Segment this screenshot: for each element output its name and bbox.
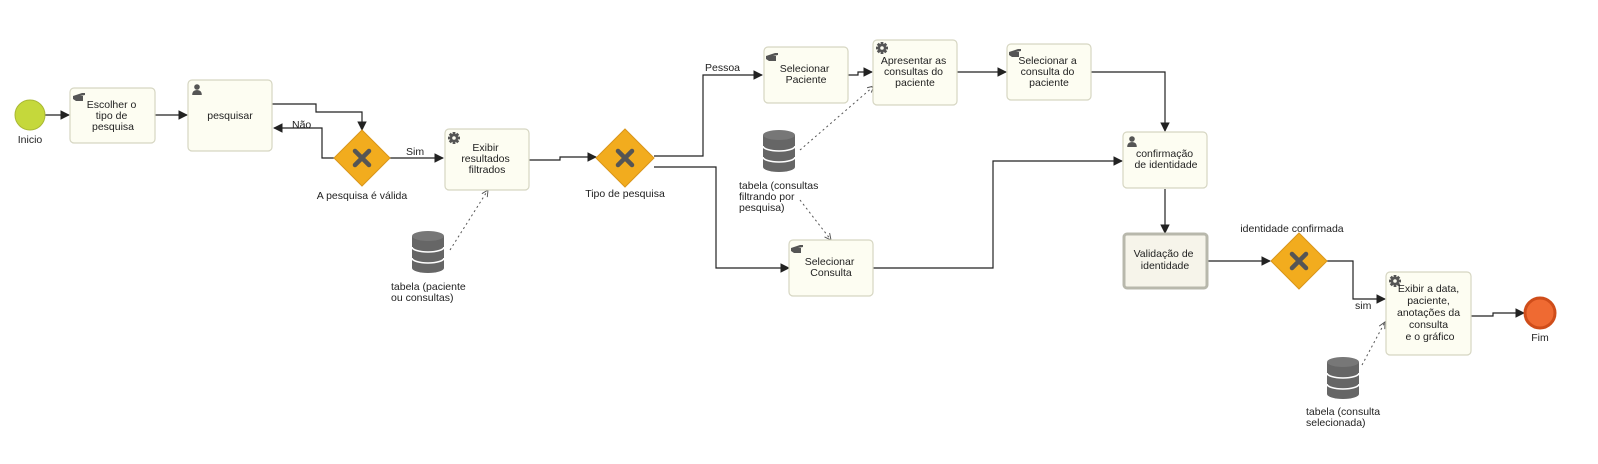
- database-icon: [411, 230, 445, 274]
- task-label: Selecionar a consulta do paciente: [1018, 55, 1079, 89]
- data-associations: [449, 86, 1385, 366]
- task-label: Escolher o tipo de pesquisa: [87, 99, 140, 133]
- gear-icon: [448, 132, 460, 144]
- task-label: Validação de identidade: [1134, 248, 1197, 272]
- task-label: Selecionar Paciente: [780, 63, 833, 86]
- task-validacao[interactable]: Validação de identidade: [1122, 232, 1209, 290]
- exclusive-x-icon: [615, 148, 635, 168]
- data-store-consultas-filtrando[interactable]: tabela (consultas filtrando por pesquisa…: [739, 129, 821, 214]
- flow-gateway-pesquisar-nao: [273, 123, 334, 159]
- flow-exibir-data-fim: [1471, 308, 1525, 318]
- task-label: Selecionar Consulta: [805, 256, 858, 279]
- task-label: Exibir a data, paciente, anotações da co…: [1397, 283, 1463, 343]
- association-db2-apresentar: [799, 86, 874, 151]
- task-confirmacao[interactable]: confirmação de identidade: [1122, 131, 1208, 189]
- gateway-tipo-pesquisa[interactable]: Tipo de pesquisa: [585, 128, 665, 200]
- flow-label-nao: Não: [292, 119, 311, 131]
- flow-label-sim-lower: sim: [1355, 300, 1372, 312]
- start-event[interactable]: Inicio: [14, 99, 46, 146]
- data-store-label: tabela (paciente ou consultas): [391, 281, 469, 304]
- gateway-label: A pesquisa é válida: [317, 190, 408, 202]
- end-event-label: Fim: [1531, 332, 1549, 344]
- task-label: confirmação de identidade: [1134, 148, 1197, 171]
- exclusive-x-icon: [352, 148, 372, 168]
- flow-exibir-tipo: [529, 152, 597, 162]
- task-selecionar-paciente[interactable]: Selecionar Paciente: [763, 46, 849, 104]
- flow-paciente-apresentar: [848, 67, 873, 77]
- gear-icon: [876, 42, 888, 54]
- exclusive-x-icon: [1289, 251, 1309, 271]
- data-store-paciente-consultas[interactable]: tabela (paciente ou consultas): [391, 230, 469, 304]
- task-escolher[interactable]: Escolher o tipo de pesquisa: [69, 87, 156, 144]
- flow-tipo-paciente-pessoa: [654, 70, 763, 157]
- data-store-consulta-selecionada[interactable]: tabela (consulta selecionada): [1306, 356, 1383, 429]
- task-label: Exibir resultados filtrados: [461, 142, 512, 176]
- data-store-label: tabela (consultas filtrando por pesquisa…: [739, 180, 821, 214]
- task-selecionar-consulta-paciente[interactable]: Selecionar a consulta do paciente: [1006, 43, 1092, 101]
- gateway-label: Tipo de pesquisa: [585, 188, 665, 200]
- start-event-label: Inicio: [18, 134, 43, 146]
- end-event[interactable]: Fim: [1523, 296, 1557, 344]
- association-db3-exibir-data: [1361, 322, 1385, 366]
- sequence-flows: [45, 67, 1525, 318]
- flow-selecionar-confirmacao: [1091, 71, 1170, 132]
- task-exibir-data[interactable]: Exibir a data, paciente, anotações da co…: [1385, 271, 1472, 356]
- gateway-pesquisa-valida[interactable]: A pesquisa é válida: [317, 129, 408, 202]
- association-db2-consulta: [799, 199, 831, 240]
- database-icon: [1326, 356, 1360, 400]
- flow-tipo-consulta: [654, 166, 790, 273]
- start-event-circle[interactable]: [14, 99, 46, 131]
- gateway-identidade[interactable]: identidade confirmada: [1240, 223, 1344, 290]
- task-exibir-resultados[interactable]: Exibir resultados filtrados: [444, 128, 530, 191]
- task-label: pesquisar: [207, 110, 253, 122]
- task-pesquisar[interactable]: pesquisar: [187, 79, 273, 152]
- flow-label-sim: Sim: [406, 146, 424, 158]
- task-label: Apresentar as consultas do paciente: [881, 55, 949, 89]
- task-selecionar-consulta[interactable]: Selecionar Consulta: [788, 239, 874, 297]
- end-event-circle[interactable]: [1523, 296, 1557, 330]
- gateway-label: identidade confirmada: [1240, 223, 1343, 235]
- flow-label-pessoa: Pessoa: [705, 62, 740, 74]
- flow-consulta-confirmacao: [873, 156, 1123, 269]
- database-icon: [762, 129, 796, 173]
- flow-pesquisar-gateway: [272, 103, 367, 131]
- association-db1-exibir: [449, 190, 488, 251]
- task-apresentar[interactable]: Apresentar as consultas do paciente: [872, 39, 958, 106]
- data-store-label: tabela (consulta selecionada): [1306, 406, 1383, 429]
- flow-gateway-exibir-data-sim: [1327, 260, 1386, 304]
